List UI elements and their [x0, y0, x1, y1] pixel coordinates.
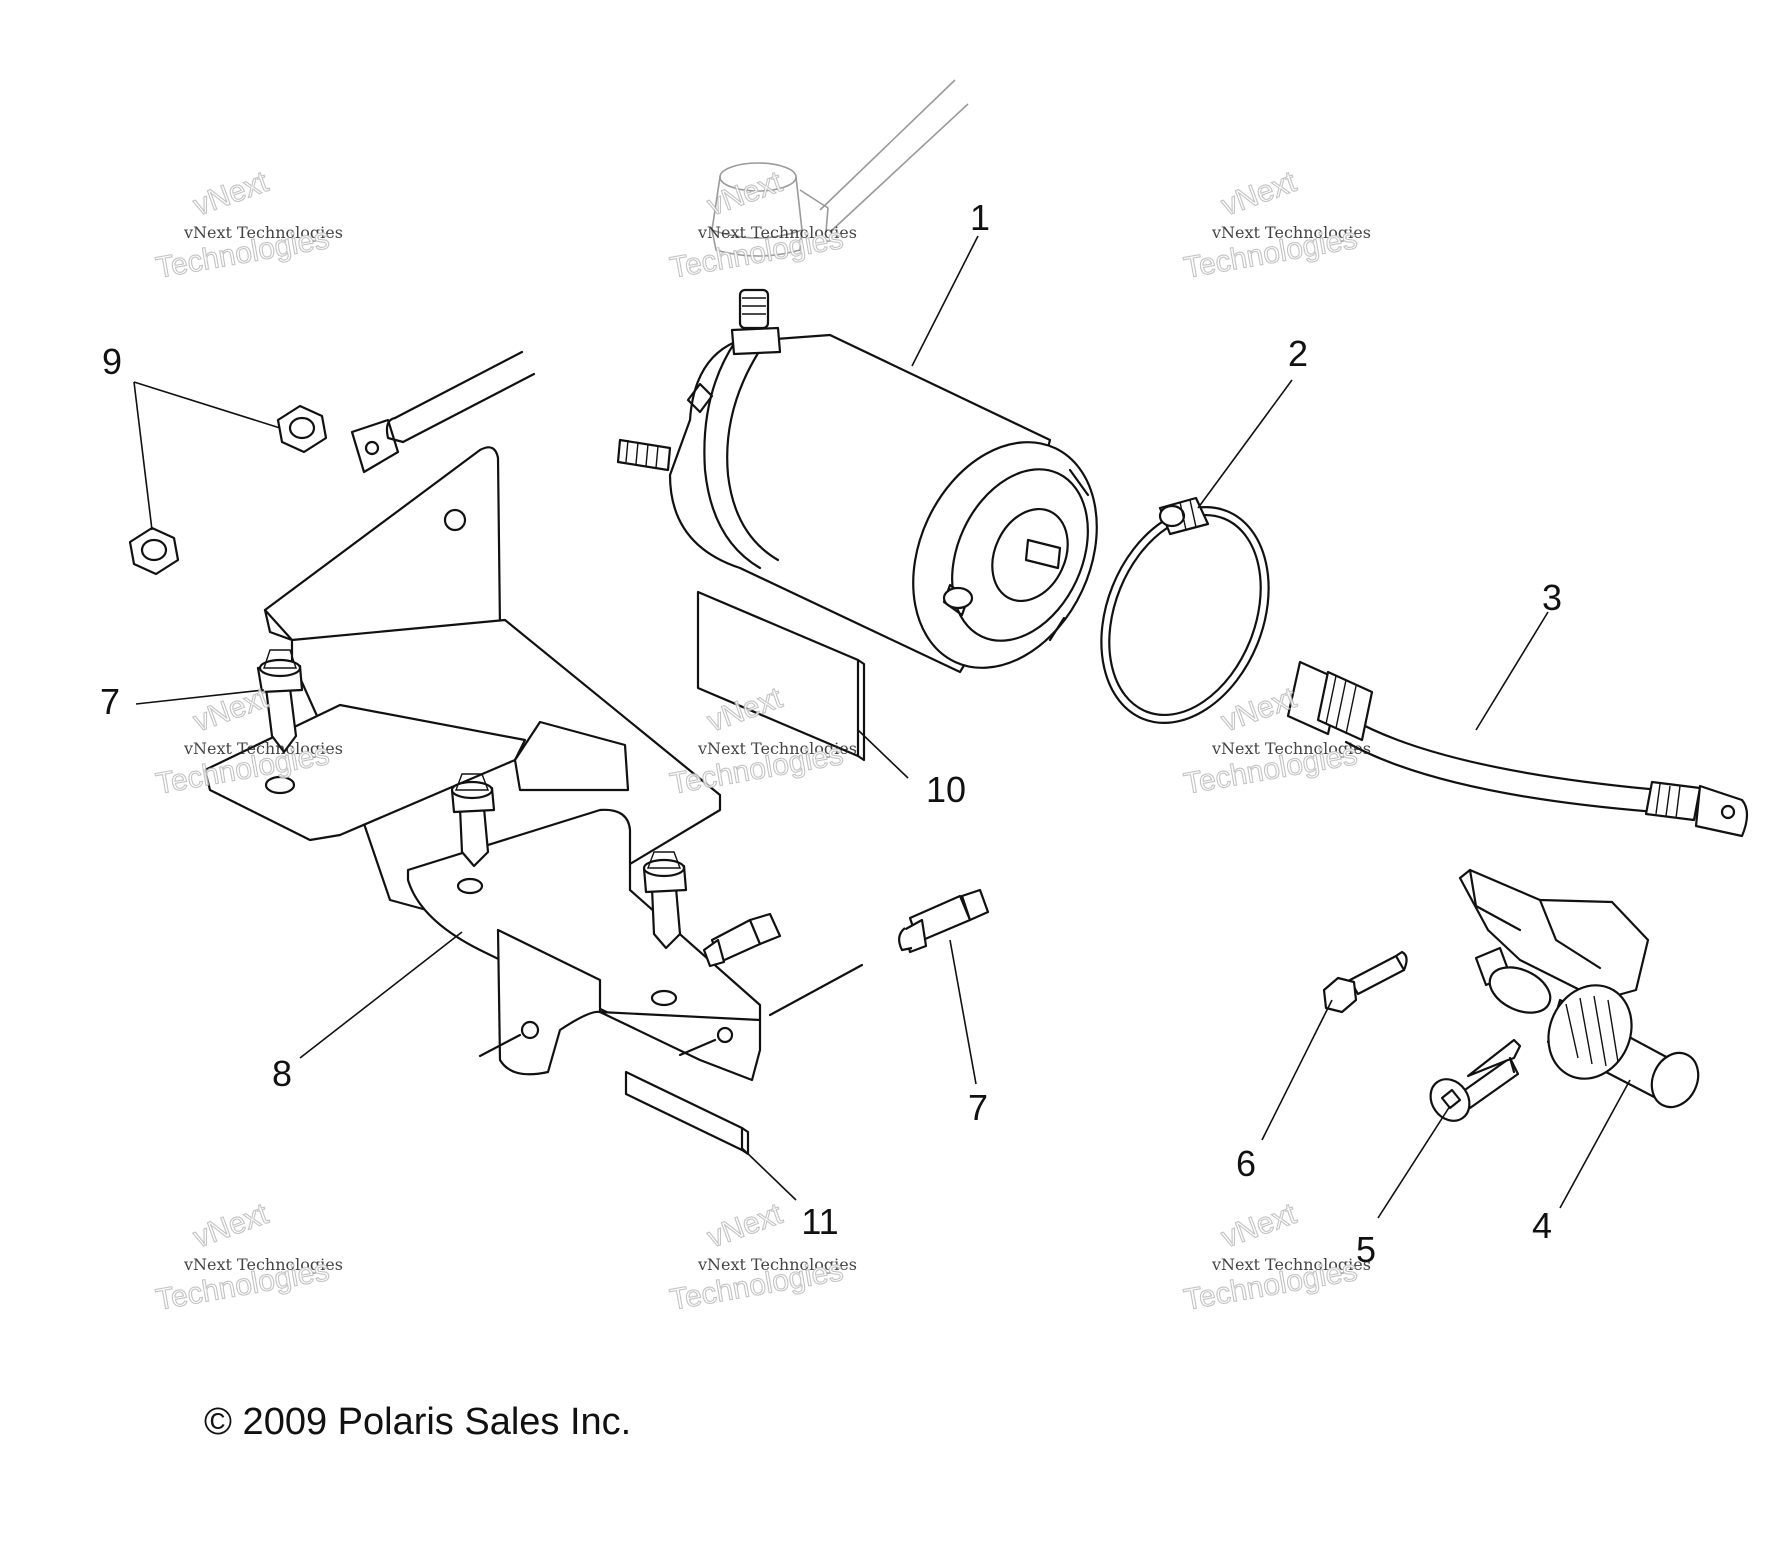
svg-text:vNext Technologies: vNext Technologies [183, 1255, 343, 1274]
flange-nut-upper [276, 404, 328, 454]
svg-text:vNext: vNext [1217, 165, 1301, 222]
callout-2: 2 [1288, 333, 1308, 374]
svg-text:vNext: vNext [189, 681, 273, 738]
svg-text:vNext Technologies: vNext Technologies [697, 1255, 857, 1274]
callout-6: 6 [1236, 1143, 1256, 1184]
ghost-battery-cable-mid [350, 350, 536, 474]
svg-text:vNext: vNext [189, 1197, 273, 1254]
callout-10: 10 [926, 769, 966, 810]
leader-lines [133, 235, 1631, 1219]
svg-text:vNext Technologies: vNext Technologies [183, 739, 343, 758]
socket-head-screw [1429, 1038, 1522, 1122]
flanged-bolt-right [898, 888, 990, 954]
svg-text:vNext: vNext [189, 165, 273, 222]
strip-pad [624, 1070, 750, 1156]
callout-11: 11 [801, 1201, 838, 1242]
svg-text:vNext: vNext [1217, 1197, 1301, 1254]
callout-7-left: 7 [100, 681, 120, 722]
watermark: vNext vNext Technologies Technologies [153, 165, 343, 286]
rubber-pad [696, 590, 866, 762]
flanged-bolt-side [702, 912, 782, 968]
callout-1: 1 [970, 197, 990, 238]
watermark: vNext vNext Technologies Technologies [667, 165, 857, 286]
callout-4: 4 [1532, 1205, 1552, 1246]
svg-text:vNext Technologies: vNext Technologies [1211, 739, 1371, 758]
flanged-bolt-upper [256, 649, 304, 754]
svg-text:vNext Technologies: vNext Technologies [1211, 223, 1371, 242]
copyright-notice: © 2009 Polaris Sales Inc. [204, 1401, 631, 1443]
ghost-battery-cable-top [711, 79, 969, 257]
svg-text:vNext Technologies: vNext Technologies [1211, 1255, 1371, 1274]
svg-text:vNext: vNext [703, 1197, 787, 1254]
flange-nut-lower [128, 526, 180, 576]
starter-motor [616, 288, 1098, 674]
callout-labels: 1 2 3 4 5 6 7 7 8 9 10 11 [100, 197, 1562, 1270]
callout-7-right: 7 [968, 1087, 988, 1128]
callout-9: 9 [102, 341, 122, 382]
svg-text:vNext Technologies: vNext Technologies [697, 223, 857, 242]
watermark: vNext vNext Technologies Technologies [153, 1197, 343, 1318]
callout-3: 3 [1542, 577, 1562, 618]
starter-cable [1286, 660, 1749, 838]
hose-clamp [1100, 496, 1270, 724]
hex-bolt [1322, 950, 1408, 1014]
watermark: vNext vNext Technologies Technologies [1181, 1197, 1371, 1318]
callout-5: 5 [1356, 1229, 1376, 1270]
svg-text:vNext Technologies: vNext Technologies [697, 739, 857, 758]
flanged-bolt-lower [642, 851, 688, 950]
flanged-bolt-middle [450, 773, 496, 868]
svg-text:vNext Technologies: vNext Technologies [183, 223, 343, 242]
starter-drive [1458, 868, 1700, 1109]
watermark: vNext vNext Technologies Technologies [1181, 165, 1371, 286]
callout-8: 8 [272, 1053, 292, 1094]
svg-text:vNext: vNext [703, 165, 787, 222]
